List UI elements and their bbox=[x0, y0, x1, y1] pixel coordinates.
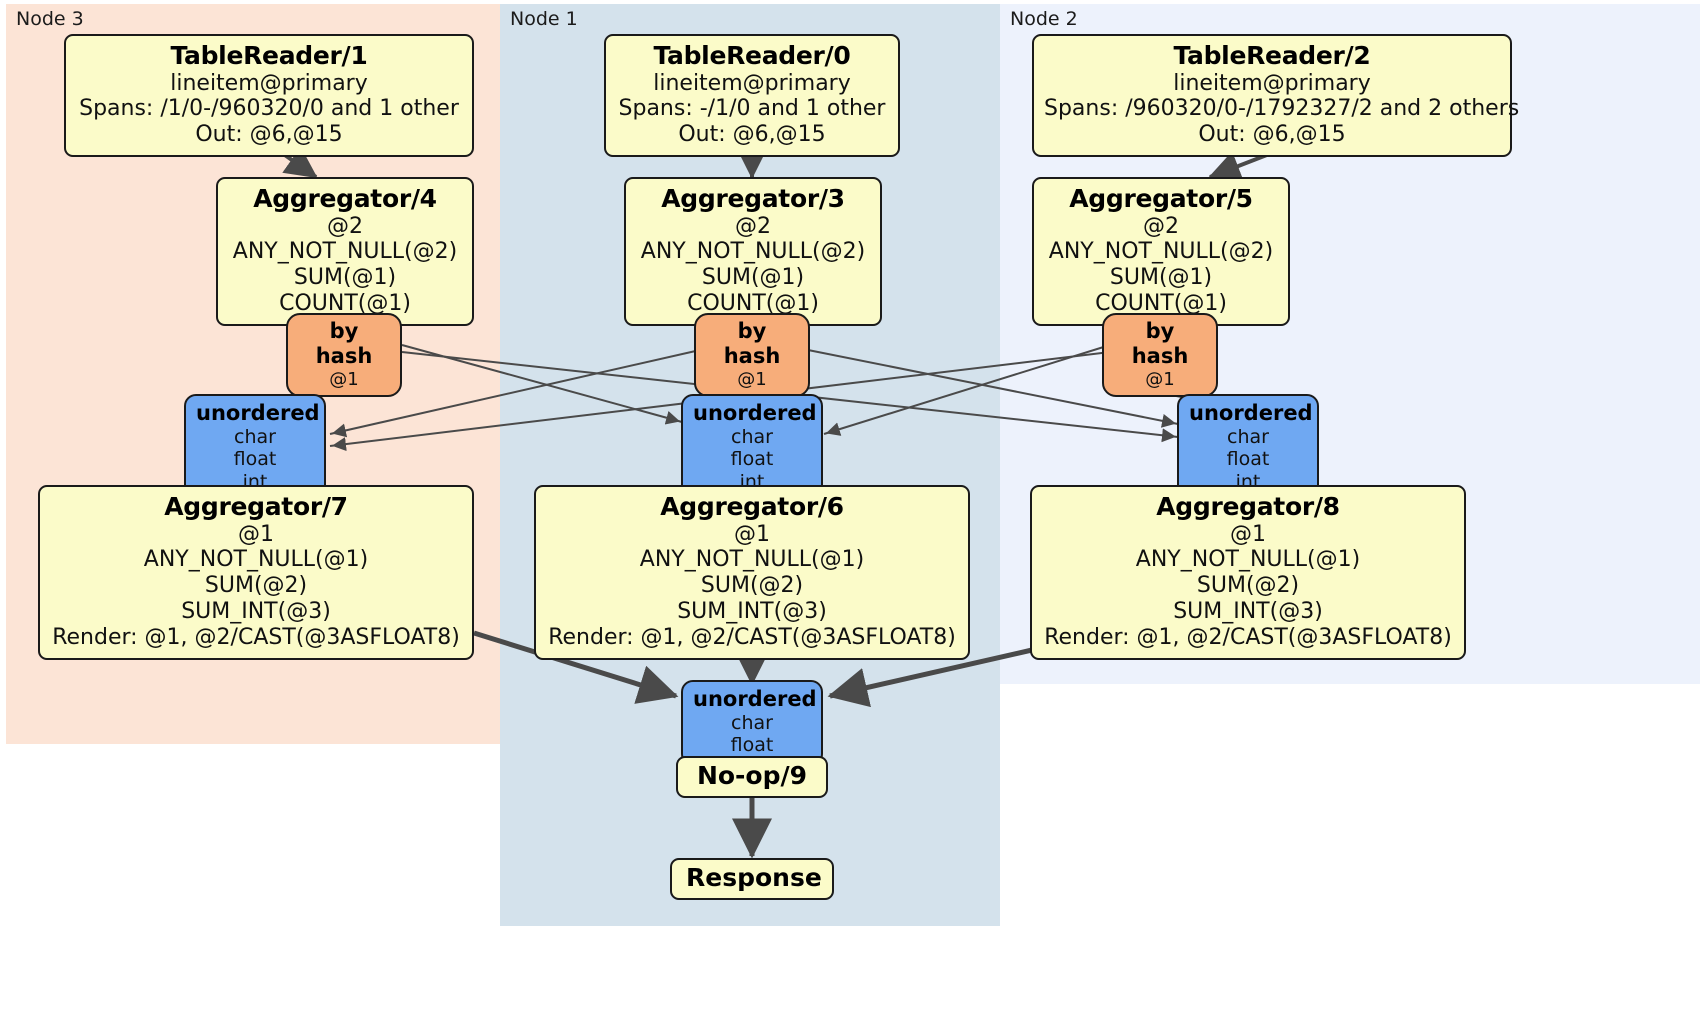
synchronizer-title: unordered bbox=[693, 687, 817, 711]
router-title: by hash bbox=[723, 319, 781, 368]
synchronizer-line: float bbox=[1226, 448, 1270, 471]
router-by-hash-center[interactable]: by hash @1 bbox=[694, 313, 810, 397]
processor-title: Aggregator/5 bbox=[1069, 184, 1253, 213]
processor-line: SUM(@2) bbox=[700, 573, 804, 599]
synchronizer-unordered-center[interactable]: unordered char float int bbox=[681, 394, 823, 502]
processor-line: @2 bbox=[1143, 213, 1179, 239]
processor-line: @2 bbox=[735, 213, 771, 239]
router-title: by hash bbox=[315, 319, 373, 368]
synchronizer-line: float bbox=[730, 734, 774, 757]
processor-line: COUNT(@1) bbox=[1095, 291, 1227, 317]
processor-line: SUM(@2) bbox=[204, 573, 308, 599]
router-line: @1 bbox=[737, 368, 767, 390]
processor-noop-9[interactable]: No-op/9 bbox=[676, 756, 828, 798]
processor-line: ANY_NOT_NULL(@1) bbox=[639, 547, 865, 573]
processor-title: Aggregator/8 bbox=[1156, 492, 1340, 521]
processor-line: @1 bbox=[1230, 521, 1266, 547]
processor-line: @2 bbox=[327, 213, 363, 239]
panel-node-1-label: Node 1 bbox=[510, 8, 578, 30]
processor-line: SUM(@1) bbox=[293, 265, 397, 291]
synchronizer-line: float bbox=[233, 448, 277, 471]
router-by-hash-right[interactable]: by hash @1 bbox=[1102, 313, 1218, 397]
processor-title: No-op/9 bbox=[696, 761, 808, 790]
processor-line: Out: @6,@15 bbox=[678, 122, 826, 148]
processor-title: Aggregator/7 bbox=[164, 492, 348, 521]
panel-node-2-label: Node 2 bbox=[1010, 8, 1078, 30]
processor-title: Aggregator/3 bbox=[661, 184, 845, 213]
synchronizer-title: unordered bbox=[1189, 401, 1313, 425]
processor-table-reader-1[interactable]: TableReader/1 lineitem@primary Spans: /1… bbox=[64, 34, 474, 158]
processor-response[interactable]: Response bbox=[670, 858, 834, 900]
synchronizer-line: char bbox=[731, 711, 773, 734]
processor-aggregator-6[interactable]: Aggregator/6 @1 ANY_NOT_NULL(@1) SUM(@2)… bbox=[534, 485, 970, 661]
processor-line: COUNT(@1) bbox=[687, 291, 819, 317]
synchronizer-title: unordered bbox=[196, 401, 320, 425]
processor-line: ANY_NOT_NULL(@2) bbox=[640, 239, 866, 265]
processor-line: SUM_INT(@3) bbox=[677, 599, 827, 625]
processor-line: ANY_NOT_NULL(@1) bbox=[143, 547, 369, 573]
processor-aggregator-3[interactable]: Aggregator/3 @2 ANY_NOT_NULL(@2) SUM(@1)… bbox=[624, 177, 882, 327]
processor-table-reader-2[interactable]: TableReader/2 lineitem@primary Spans: /9… bbox=[1032, 34, 1520, 158]
processor-line: lineitem@primary bbox=[653, 70, 851, 96]
processor-line: Spans: -/1/0 and 1 other bbox=[618, 96, 886, 122]
router-by-hash-left[interactable]: by hash @1 bbox=[286, 313, 402, 397]
processor-title: Aggregator/6 bbox=[660, 492, 844, 521]
processor-aggregator-7[interactable]: Aggregator/7 @1 ANY_NOT_NULL(@1) SUM(@2)… bbox=[38, 485, 474, 661]
processor-line: @1 bbox=[238, 521, 274, 547]
processor-title: Aggregator/4 bbox=[253, 184, 437, 213]
processor-line: lineitem@primary bbox=[170, 70, 368, 96]
processor-aggregator-4[interactable]: Aggregator/4 @2 ANY_NOT_NULL(@2) SUM(@1)… bbox=[216, 177, 474, 327]
router-line: @1 bbox=[329, 368, 359, 390]
processor-line: @1 bbox=[734, 521, 770, 547]
processor-table-reader-0[interactable]: TableReader/0 lineitem@primary Spans: -/… bbox=[604, 34, 900, 158]
processor-line: SUM_INT(@3) bbox=[1173, 599, 1323, 625]
processor-line: lineitem@primary bbox=[1173, 70, 1371, 96]
processor-line: SUM(@2) bbox=[1196, 573, 1300, 599]
synchronizer-line: char bbox=[234, 425, 276, 448]
processor-line: Render: @1, @2/CAST(@3ASFLOAT8) bbox=[52, 625, 460, 651]
processor-line: SUM_INT(@3) bbox=[181, 599, 331, 625]
processor-line: Spans: /1/0-/960320/0 and 1 other bbox=[79, 96, 459, 122]
processor-line: Out: @6,@15 bbox=[1198, 122, 1346, 148]
synchronizer-unordered-left[interactable]: unordered char float int bbox=[184, 394, 326, 502]
processor-line: ANY_NOT_NULL(@2) bbox=[232, 239, 458, 265]
synchronizer-line: char bbox=[1227, 425, 1269, 448]
processor-aggregator-8[interactable]: Aggregator/8 @1 ANY_NOT_NULL(@1) SUM(@2)… bbox=[1030, 485, 1466, 661]
processor-line: ANY_NOT_NULL(@1) bbox=[1135, 547, 1361, 573]
processor-line: Render: @1, @2/CAST(@3ASFLOAT8) bbox=[1044, 625, 1452, 651]
processor-line: COUNT(@1) bbox=[279, 291, 411, 317]
processor-title: TableReader/2 bbox=[1173, 41, 1371, 70]
processor-line: Out: @6,@15 bbox=[195, 122, 343, 148]
processor-title: TableReader/0 bbox=[653, 41, 851, 70]
processor-line: ANY_NOT_NULL(@2) bbox=[1048, 239, 1274, 265]
router-title: by hash bbox=[1131, 319, 1189, 368]
synchronizer-line: float bbox=[730, 448, 774, 471]
processor-title: TableReader/1 bbox=[170, 41, 368, 70]
processor-aggregator-5[interactable]: Aggregator/5 @2 ANY_NOT_NULL(@2) SUM(@1)… bbox=[1032, 177, 1290, 327]
processor-line: Spans: /960320/0-/1792327/2 and 2 others bbox=[1044, 96, 1520, 122]
processor-line: SUM(@1) bbox=[701, 265, 805, 291]
synchronizer-line: char bbox=[731, 425, 773, 448]
processor-line: Render: @1, @2/CAST(@3ASFLOAT8) bbox=[548, 625, 956, 651]
synchronizer-unordered-final[interactable]: unordered char float bbox=[681, 680, 823, 766]
panel-node-3-label: Node 3 bbox=[16, 8, 84, 30]
synchronizer-title: unordered bbox=[693, 401, 817, 425]
processor-line: SUM(@1) bbox=[1109, 265, 1213, 291]
router-line: @1 bbox=[1145, 368, 1175, 390]
processor-title: Response bbox=[686, 863, 822, 892]
